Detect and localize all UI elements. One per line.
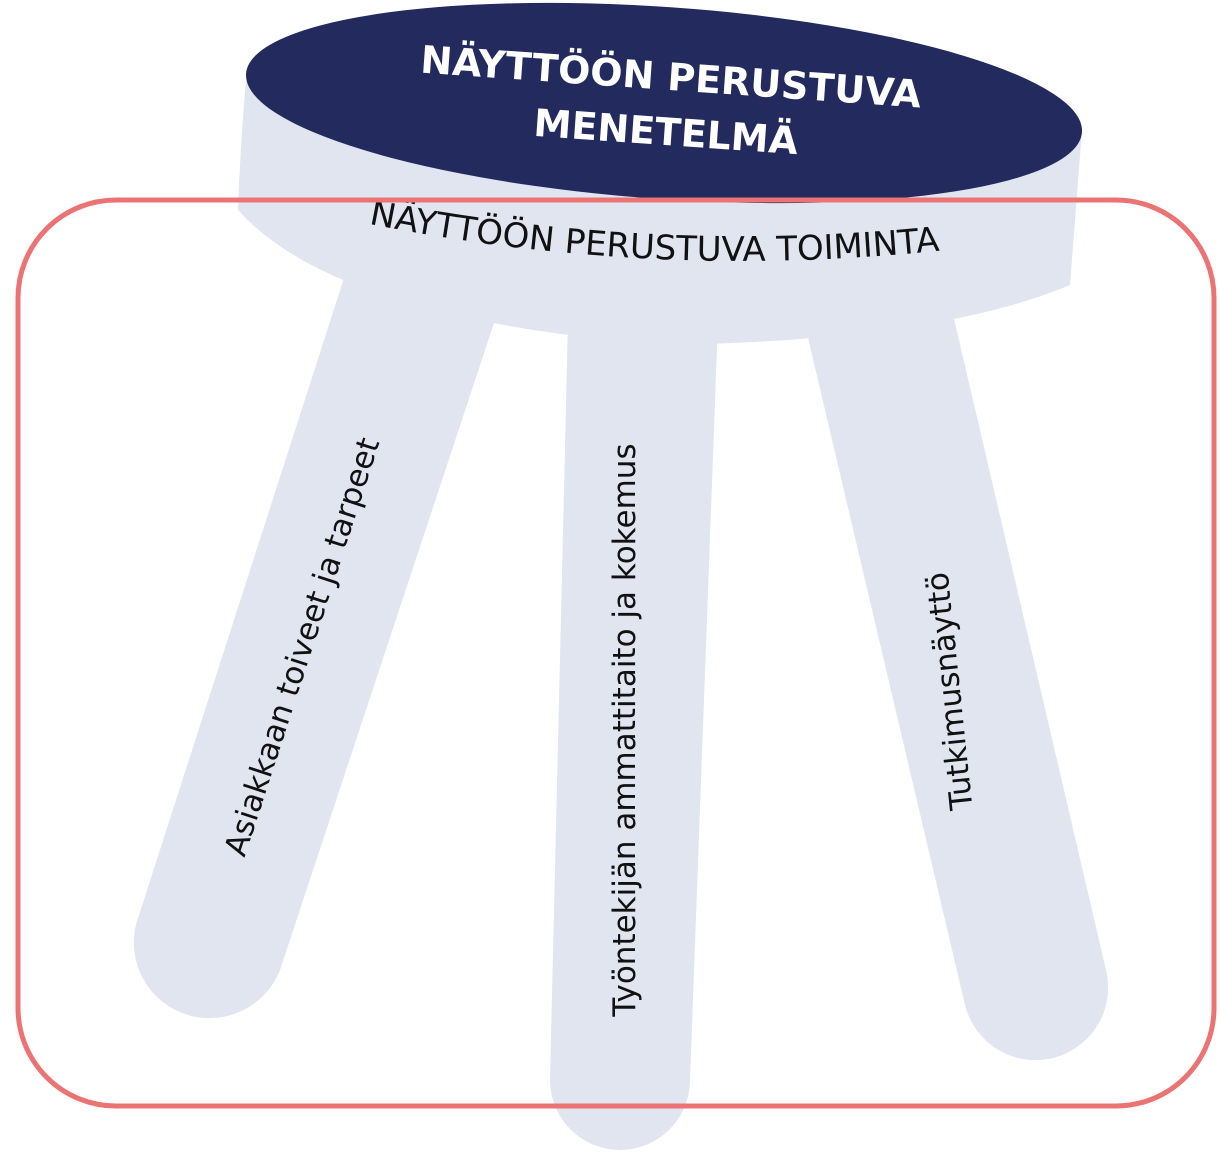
leg-right [805, 310, 1109, 1061]
stool-legs [133, 275, 1109, 1150]
stool-seat [238, 2, 1083, 345]
seat-top [245, 2, 1083, 204]
highlight-frame [15, 197, 1217, 1109]
leg-left [133, 275, 495, 1019]
leg-middle-label: Työntekijän ammattitaito ja kokemus [607, 443, 643, 1017]
leg-middle [550, 320, 718, 1150]
